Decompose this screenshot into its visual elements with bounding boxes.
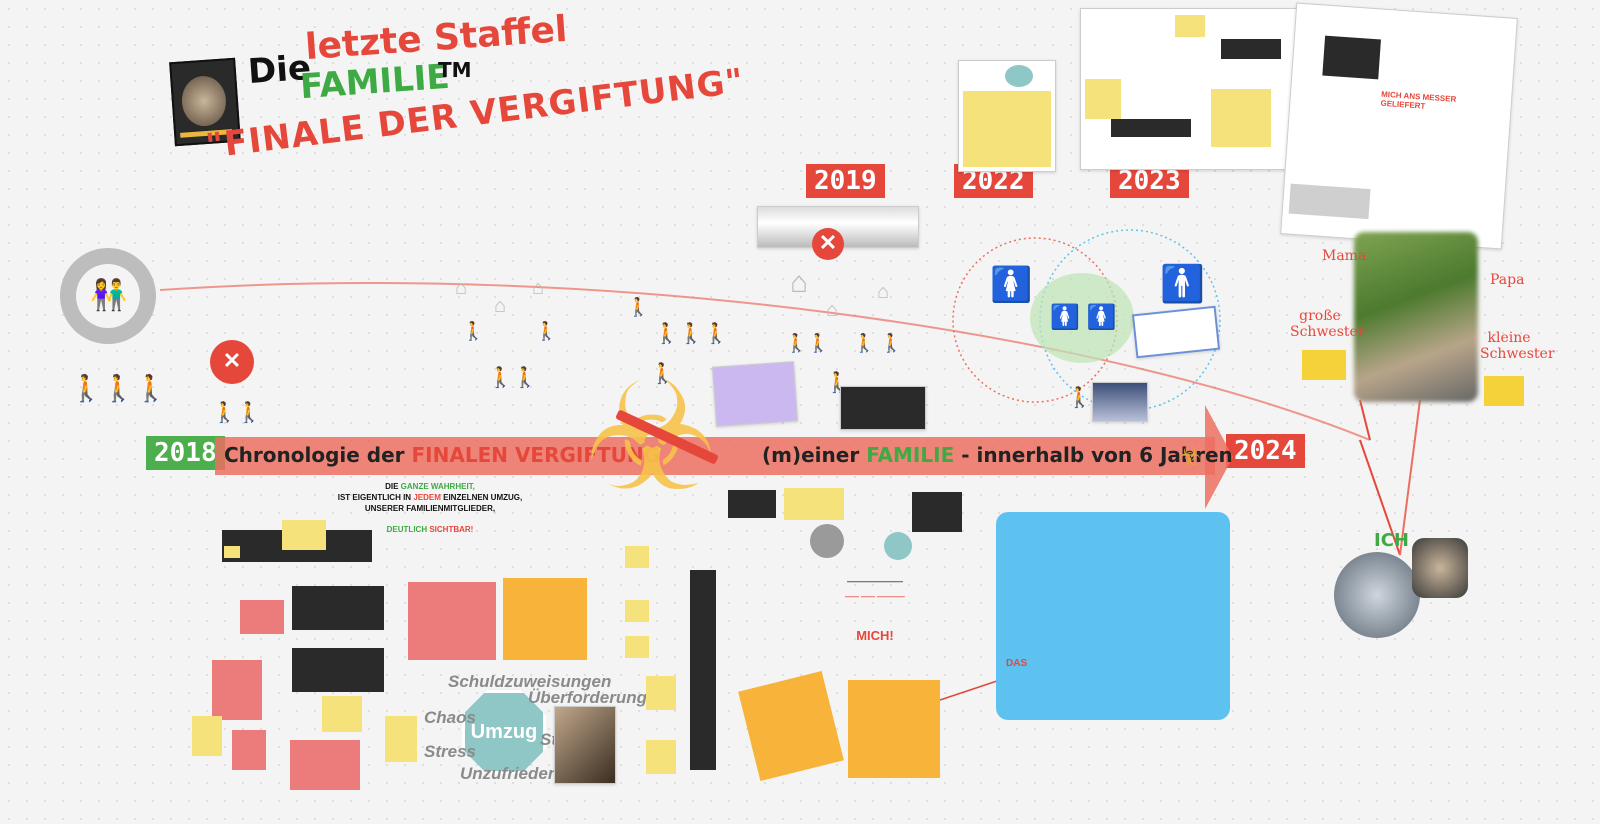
badge-thumbnail — [1131, 305, 1221, 359]
year-2024: 2024 — [1226, 434, 1305, 468]
yellow-sticky — [322, 696, 362, 732]
orange-note — [848, 680, 940, 778]
document-2023-thumbnail — [1080, 8, 1304, 170]
red-note — [408, 582, 496, 660]
yellow-sticky — [646, 676, 676, 710]
people-icon: 🚶 🚶 — [853, 333, 903, 353]
year-2018: 2018 — [146, 436, 225, 470]
house-icon: ⌂ — [826, 299, 839, 321]
yellow-sticky — [282, 520, 326, 550]
yellow-sticky — [385, 716, 417, 762]
red-note — [232, 730, 266, 770]
dark-note — [292, 648, 384, 692]
dark-note — [728, 490, 776, 518]
grey-people-icon: 🚶🚶🚶 — [654, 323, 729, 345]
house-icon: ⌂ — [494, 295, 507, 317]
distance-note — [1484, 376, 1524, 406]
dark-note — [912, 492, 962, 532]
book-avatar — [1412, 538, 1468, 598]
people-icon: 🚶🚶 — [785, 333, 830, 353]
dark-note-thumbnail — [840, 386, 926, 430]
title-trademark: TM — [438, 58, 472, 82]
family-of-three-icon: 🚶🚶🚶 — [70, 373, 168, 403]
year-2019: 2019 — [806, 164, 885, 198]
person-icon: 🚶 — [1067, 387, 1092, 409]
yellow-sticky — [224, 546, 240, 558]
biohazard-icon: ☣ — [584, 353, 719, 521]
label-papa: Papa — [1490, 272, 1525, 288]
house-icon: ⌂ — [877, 281, 890, 303]
distance-note — [1302, 350, 1346, 380]
document-2022-thumbnail — [958, 60, 1056, 172]
person-icon: 🚶 — [535, 321, 558, 341]
dark-column — [690, 570, 716, 770]
das-label: DAS — [1006, 658, 1028, 669]
moving-photo-thumbnail — [554, 706, 616, 784]
blurred-family-photo — [1354, 232, 1478, 402]
yellow-sticky — [784, 488, 844, 520]
couple-icon: 👫 — [90, 279, 128, 312]
yellow-sticky — [646, 740, 676, 774]
timeline-text-familie: (m)einer FAMILIE - innerhalb von 6 Jahre… — [762, 443, 1233, 467]
dirty-family-document-thumbnail: MICH ANS MESSER GELIEFERT — [1280, 2, 1518, 250]
grey-people-icon: 🚶🚶 — [212, 402, 262, 424]
man-icon: 🚹 — [1160, 263, 1205, 304]
ich-avatar — [1334, 552, 1420, 638]
house-icon: ⌂ — [455, 277, 468, 299]
word-stress: Stress — [424, 742, 476, 761]
woman-icon: 🚺 — [990, 266, 1033, 304]
person-icon: 🚶 — [650, 363, 675, 385]
wahrheit-heading: DIE GANZE WAHRHEIT, IST EIGENTLICH IN JE… — [337, 482, 523, 535]
photo-thumbnail — [1092, 382, 1148, 422]
cycle-icon: 👫 — [60, 248, 156, 344]
person-icon: 🚶 — [627, 297, 650, 317]
red-note — [290, 740, 360, 790]
label-kleine-schwester: kleine Schwester — [1480, 330, 1555, 362]
yellow-sticky — [625, 600, 649, 622]
yellow-sticky — [625, 546, 649, 568]
label-mama: Mama — [1322, 248, 1367, 264]
avatar — [810, 524, 844, 558]
red-note — [212, 660, 262, 720]
mich-heading: ———————— —— —— ———— MICH! — [845, 579, 905, 644]
timeline-arrowhead — [1205, 405, 1233, 509]
label-grosse-schwester: große Schwester — [1290, 308, 1365, 340]
yellow-sticky — [192, 716, 222, 756]
orange-note — [503, 578, 587, 660]
umzug-small-icon — [884, 532, 912, 560]
timeline-text-chronologie: Chronologie der FINALEN VERGIFTUNG — [224, 443, 661, 467]
house-icon: ⌂ — [790, 266, 809, 299]
label-ich: ICH — [1374, 530, 1409, 551]
grey-people-icon: 🚶🚶 — [488, 367, 538, 389]
person-icon: 🚶 — [462, 321, 485, 341]
red-note — [240, 600, 284, 634]
dark-note — [292, 586, 384, 630]
crossed-couple-icon: ✕ — [210, 340, 254, 384]
marc-note-thumbnail — [712, 361, 798, 427]
word-ueberforderung: Überforderung — [528, 688, 647, 707]
word-chaos: Chaos — [424, 708, 476, 727]
crossed-icon: ✕ — [812, 228, 844, 260]
umzug-sign: Umzug — [462, 690, 546, 774]
yellow-sticky — [625, 636, 649, 658]
blue-summary-box: DAS — [996, 512, 1230, 720]
house-icon: ⌂ — [532, 277, 545, 299]
word-schuldzuweisungen: Schuldzuweisungen — [448, 672, 612, 691]
grey-women-icon: 🚺 🚺 — [1050, 304, 1117, 331]
biohazard-small-icon: ☣ — [1178, 441, 1202, 471]
